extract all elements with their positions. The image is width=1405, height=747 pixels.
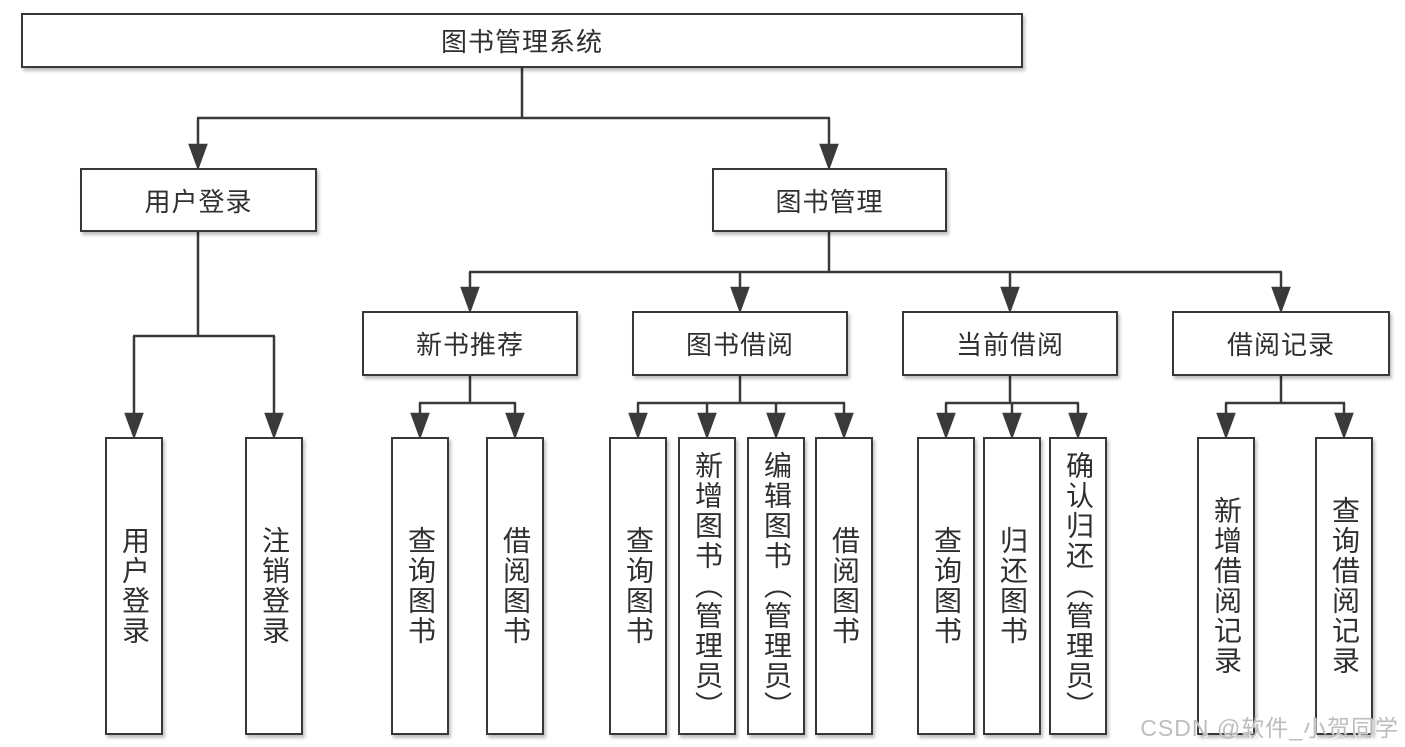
node-user-login-label: 用户登录: [144, 186, 253, 217]
leaf-borrow-books: 借阅图书: [815, 437, 873, 735]
node-new-book-recommendation-label: 新书推荐: [415, 330, 524, 360]
leaf-borrow-books-label: 借阅图书: [829, 526, 860, 646]
leaf-query-borrow-record-label: 查询借阅记录: [1329, 496, 1360, 676]
node-library-system: 图书管理系统: [21, 13, 1023, 68]
leaf-query-books-borrowing-label: 查询图书: [623, 526, 654, 646]
leaf-add-books-admin-label: 新增图书（管理员）: [692, 451, 723, 721]
leaf-borrow-books-recommend: 借阅图书: [486, 437, 544, 735]
node-book-management: 图书管理: [712, 168, 947, 232]
node-borrowing-records: 借阅记录: [1172, 311, 1390, 376]
leaf-query-books-recommend: 查询图书: [391, 437, 449, 735]
node-borrowing-records-label: 借阅记录: [1226, 330, 1335, 360]
node-book-borrowing: 图书借阅: [632, 311, 848, 376]
leaf-user-login-label: 用户登录: [119, 526, 150, 646]
leaf-confirm-return-admin-label: 确认归还（管理员）: [1063, 451, 1094, 721]
leaf-query-books-borrowing: 查询图书: [609, 437, 667, 735]
node-user-login: 用户登录: [80, 168, 317, 232]
leaf-add-books-admin: 新增图书（管理员）: [678, 437, 736, 735]
leaf-borrow-books-recommend-label: 借阅图书: [500, 526, 531, 646]
leaf-return-books: 归还图书: [983, 437, 1041, 735]
node-library-system-label: 图书管理系统: [440, 27, 603, 57]
leaf-add-borrow-record: 新增借阅记录: [1197, 437, 1255, 735]
leaf-query-books-current-label: 查询图书: [931, 526, 962, 646]
leaf-add-borrow-record-label: 新增借阅记录: [1211, 496, 1242, 676]
node-current-borrowing: 当前借阅: [902, 311, 1118, 376]
leaf-logout: 注销登录: [245, 437, 303, 735]
leaf-edit-books-admin: 编辑图书（管理员）: [747, 437, 805, 735]
leaf-query-books-recommend-label: 查询图书: [405, 526, 436, 646]
leaf-query-borrow-record: 查询借阅记录: [1315, 437, 1373, 735]
leaf-user-login: 用户登录: [105, 437, 163, 735]
leaf-logout-label: 注销登录: [259, 526, 290, 646]
node-book-management-label: 图书管理: [775, 186, 884, 217]
leaf-confirm-return-admin: 确认归还（管理员）: [1049, 437, 1107, 735]
leaf-query-books-current: 查询图书: [917, 437, 975, 735]
node-book-borrowing-label: 图书借阅: [685, 330, 794, 360]
node-new-book-recommendation: 新书推荐: [362, 311, 578, 376]
watermark-text: CSDN @软件_小贺同学: [1140, 715, 1399, 741]
leaf-edit-books-admin-label: 编辑图书（管理员）: [761, 451, 792, 721]
leaf-return-books-label: 归还图书: [997, 526, 1028, 646]
node-current-borrowing-label: 当前借阅: [955, 330, 1064, 360]
